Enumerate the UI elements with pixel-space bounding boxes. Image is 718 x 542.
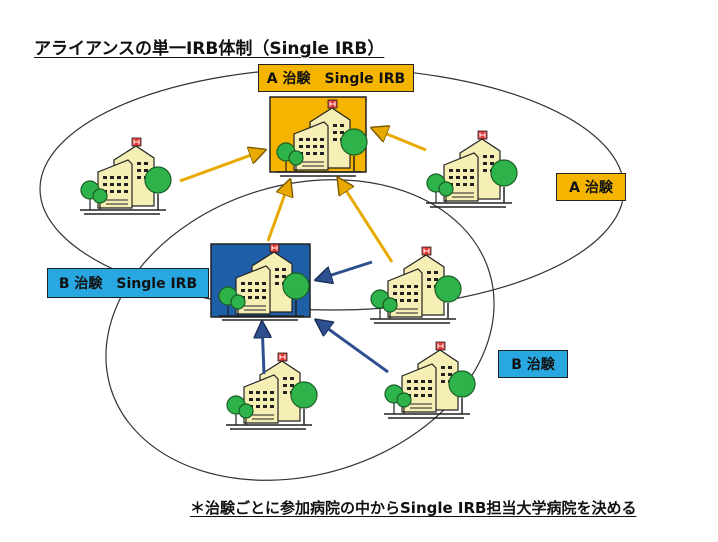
hospital-icon-b-lower-left xyxy=(225,352,318,430)
hospital-icon-b-lower-right xyxy=(383,341,476,419)
arrow-b-from-shared xyxy=(316,260,373,280)
a-trial-label: A 治験 xyxy=(556,173,626,201)
hospital-icon-a-right xyxy=(425,130,518,208)
trial-b-ellipse xyxy=(105,179,495,481)
hospital-icon-a-left xyxy=(79,137,172,215)
footnote: ＊治験ごとに参加病院の中からSingle IRB担当大学病院を決める xyxy=(190,499,637,517)
arrow-a-from-shared xyxy=(338,178,394,263)
arrow-a-from-b-hub xyxy=(266,180,290,242)
b-trial-label: B 治験 xyxy=(498,350,568,378)
arrow-a-from-right xyxy=(372,128,427,152)
arrow-b-from-lower-left xyxy=(262,322,264,375)
arrow-b-from-lower-right xyxy=(316,320,389,374)
b-single-irb-label: B 治験 Single IRB xyxy=(47,268,209,298)
hospital-icon-shared xyxy=(369,246,462,324)
slide-title: アライアンスの単一IRB体制（Single IRB） xyxy=(34,39,385,59)
arrow-a-from-left xyxy=(179,150,265,183)
a-single-irb-label: A 治験 Single IRB xyxy=(258,64,414,92)
